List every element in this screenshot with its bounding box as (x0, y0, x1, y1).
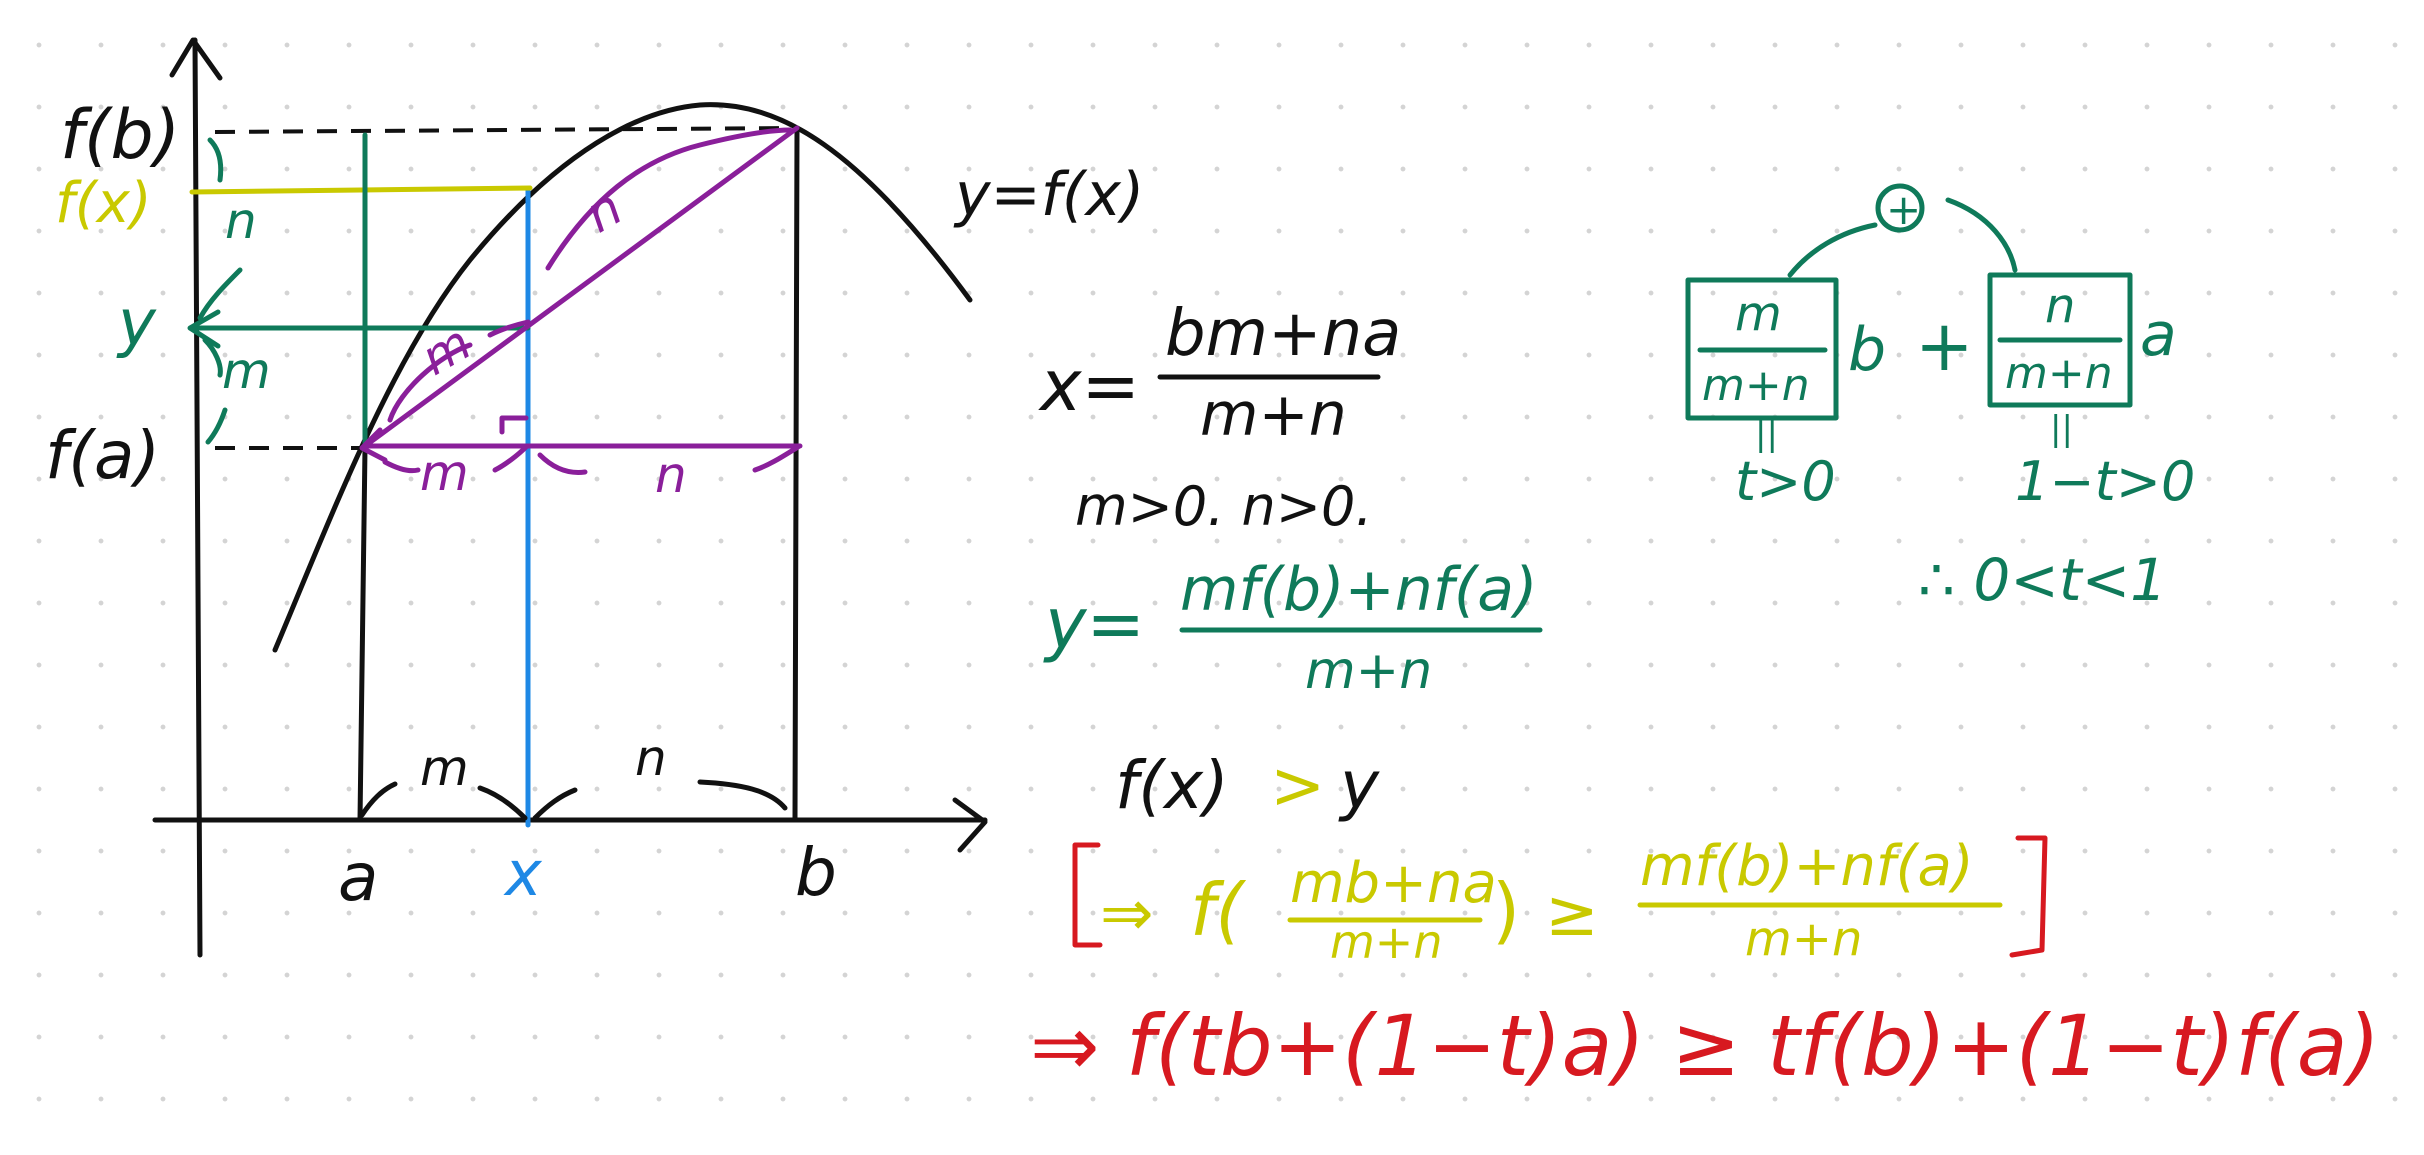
y-formula-numerator: mf(b)+nf(a) (1180, 555, 1537, 625)
right-box (1987, 272, 2133, 408)
right-var-a: a (2140, 300, 2177, 370)
line2-geq: ≥ (1545, 877, 1599, 951)
right-condition: 1−t>0 (2015, 450, 2195, 513)
label-fa: f(a) (45, 417, 160, 494)
box-plus: + (1915, 305, 1974, 387)
left-box (1685, 277, 1839, 421)
arc-n-diag (545, 127, 793, 271)
dashed-fb (214, 126, 796, 134)
green-arrowhead (187, 309, 221, 349)
line2-f: f( (1190, 868, 1246, 952)
plus-circle (1875, 183, 1925, 233)
right-angle-mark (499, 415, 529, 435)
purple-arrowhead (359, 427, 388, 463)
line2-numerator: mb+na (1290, 851, 1497, 916)
ineq-y: y (1338, 747, 1380, 824)
line2-close: ) (1492, 868, 1520, 952)
coefficient-box: + m m+n b + n m+n a || || t>0 1−t>0 ∴ 0<… (1685, 183, 2195, 614)
brace-m-bottom (359, 781, 528, 821)
tick-a: a (338, 839, 378, 916)
ineq-gt: > (1270, 747, 1325, 824)
x-formula-denominator: m+n (1200, 380, 1347, 450)
curve (272, 102, 973, 653)
graph: f(b) f(x) y f(a) y=f(x) a x b m n m n m … (45, 37, 1144, 958)
vertical-a (357, 445, 368, 823)
label-fx: f(x) (55, 171, 152, 236)
brace-m-horiz (382, 444, 529, 474)
chord (362, 125, 800, 449)
left-condition: t>0 (1735, 450, 1836, 513)
x-axis-arrowhead (952, 797, 988, 853)
left-box-numerator: m (1735, 286, 1782, 342)
line2-arrow: ⇒ (1100, 877, 1154, 951)
curve-label: y=f(x) (953, 160, 1144, 230)
brace-n-horiz (537, 444, 801, 475)
formulas: x= bm+na m+n m>0. n>0. y= mf(b)+nf(a) m+… (1030, 297, 2380, 1095)
seg-n-diag: n (576, 178, 632, 244)
connector-right (1945, 197, 2018, 273)
seg-n-horiz: n (655, 446, 687, 504)
left-var-b: b (1848, 315, 1886, 385)
y-formula-lhs: y= (1043, 583, 1145, 665)
line2-right-denominator: m+n (1745, 911, 1862, 967)
final-inequality: ⇒ f(tb+(1−t)a) ≥ tf(b)+(1−t)f(a) (1030, 997, 2380, 1095)
seg-m-bottom: m (420, 739, 469, 797)
right-eq-mark: || (2050, 409, 2073, 449)
x-formula-lhs: x= (1038, 345, 1140, 427)
fx-level-line (189, 185, 533, 195)
bracket-right (2009, 835, 2048, 958)
therefore-line: ∴ 0<t<1 (1918, 546, 2167, 614)
plus-circle-sign: + (1886, 185, 1921, 234)
right-box-denominator: m+n (2005, 348, 2113, 399)
ineq-fx: f(x) (1115, 747, 1229, 824)
left-eq-mark: || (1755, 414, 1778, 454)
conditions: m>0. n>0. (1075, 475, 1373, 538)
label-fb: f(b) (60, 96, 180, 175)
left-box-denominator: m+n (1702, 360, 1810, 411)
x-formula-numerator: bm+na (1165, 297, 1401, 371)
vertical-b (792, 125, 800, 823)
y-formula-denominator: m+n (1305, 641, 1432, 701)
bracket-left (1072, 842, 1103, 948)
seg-m-horiz: m (420, 444, 469, 502)
green-brace-m (202, 337, 228, 445)
green-brace-n (197, 137, 243, 321)
brace-n-bottom (532, 779, 788, 821)
label-y: y (116, 287, 157, 361)
seg-m-left: m (222, 342, 271, 400)
seg-n-bottom: n (635, 729, 667, 787)
y-axis-arrowhead (169, 37, 223, 81)
tick-x: x (503, 837, 543, 910)
line2-denominator: m+n (1330, 915, 1443, 969)
arc-m-diag (387, 319, 531, 423)
seg-n-left: n (225, 192, 257, 250)
connector-left (1787, 222, 1878, 278)
tick-b: b (795, 834, 837, 911)
line2-right-numerator: mf(b)+nf(a) (1640, 834, 1974, 899)
right-box-numerator: n (2045, 278, 2075, 334)
